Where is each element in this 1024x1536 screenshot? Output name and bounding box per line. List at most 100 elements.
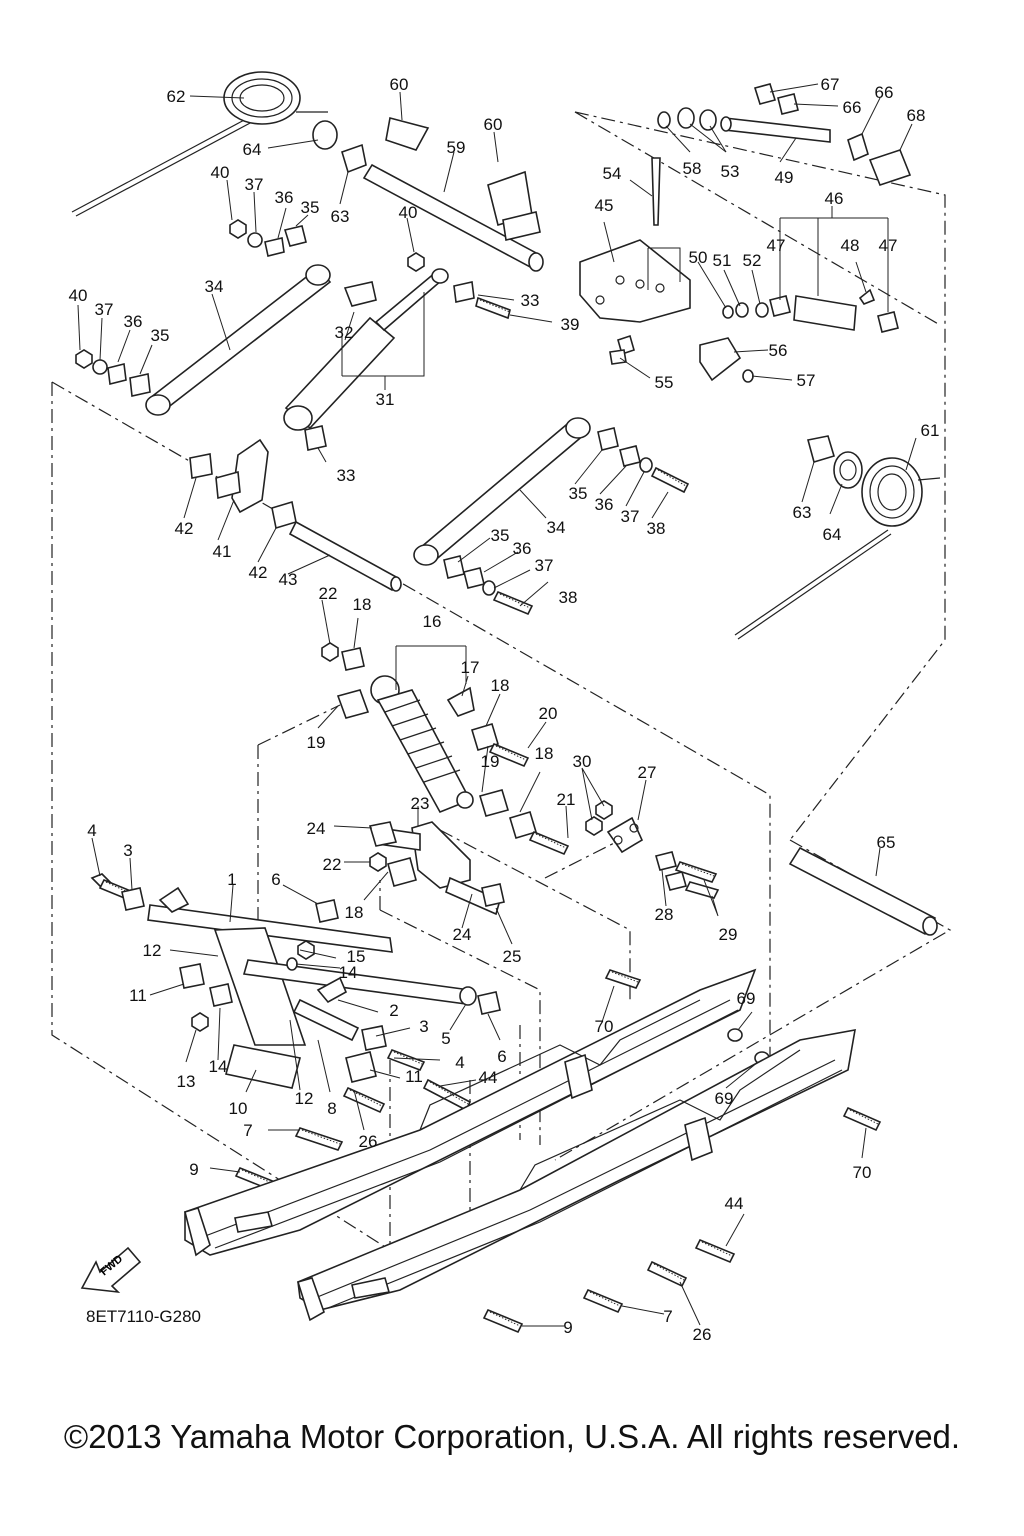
callout-28: 28 <box>655 905 674 924</box>
callout-24: 24 <box>453 925 472 944</box>
callout-34: 34 <box>205 277 224 296</box>
callout-1: 1 <box>227 870 236 889</box>
callout-18: 18 <box>353 595 372 614</box>
callout-25: 25 <box>503 947 522 966</box>
callout-68: 68 <box>907 106 926 125</box>
callout-32: 32 <box>335 323 354 342</box>
callout-14: 14 <box>209 1057 228 1076</box>
shaft-65 <box>788 846 938 936</box>
callout-11: 11 <box>129 986 147 1005</box>
callout-15: 15 <box>347 947 366 966</box>
callout-55: 55 <box>655 373 674 392</box>
callout-61: 61 <box>921 421 940 440</box>
callout-18: 18 <box>491 676 510 695</box>
callout-labels: 1233445667789910111112121314141516171818… <box>69 75 940 1344</box>
callout-69: 69 <box>715 1089 734 1108</box>
callout-66: 66 <box>875 83 894 102</box>
callout-39: 39 <box>561 315 580 334</box>
callout-36: 36 <box>275 188 294 207</box>
callout-46: 46 <box>825 189 844 208</box>
callout-38: 38 <box>559 588 578 607</box>
callout-37: 37 <box>535 556 554 575</box>
callout-10: 10 <box>229 1099 248 1118</box>
callout-40: 40 <box>399 203 418 222</box>
callout-37: 37 <box>245 175 264 194</box>
callout-26: 26 <box>693 1325 712 1344</box>
callout-66: 66 <box>843 98 862 117</box>
callout-45: 45 <box>595 196 614 215</box>
front-arm-1 <box>147 886 477 1089</box>
fwd-arrow-icon: FWD <box>80 1246 142 1294</box>
callout-52: 52 <box>743 251 762 270</box>
bracket-27 <box>606 816 644 854</box>
callout-23: 23 <box>411 794 430 813</box>
rocker-arm-lower <box>413 417 591 566</box>
callout-31: 31 <box>376 390 395 409</box>
callout-18: 18 <box>535 744 554 763</box>
pivot-bracket-45 <box>579 157 742 382</box>
callout-22: 22 <box>323 855 342 874</box>
callout-35: 35 <box>569 484 588 503</box>
callout-36: 36 <box>595 495 614 514</box>
callout-42: 42 <box>175 519 194 538</box>
callout-64: 64 <box>243 140 262 159</box>
callout-16: 16 <box>423 612 442 631</box>
callout-4: 4 <box>87 821 96 840</box>
callout-3: 3 <box>123 841 132 860</box>
callout-53: 53 <box>721 162 740 181</box>
callout-30: 30 <box>573 752 592 771</box>
rear-torsion-spring-right <box>734 457 941 640</box>
callout-51: 51 <box>713 251 732 270</box>
callout-43: 43 <box>279 570 298 589</box>
callout-12: 12 <box>143 941 162 960</box>
callout-36: 36 <box>124 312 143 331</box>
callout-9: 9 <box>563 1318 572 1337</box>
callout-62: 62 <box>167 87 186 106</box>
parts-diagram: FWD <box>51 71 952 1344</box>
callout-35: 35 <box>491 526 510 545</box>
callout-40: 40 <box>69 286 88 305</box>
callout-6: 6 <box>271 870 280 889</box>
callout-38: 38 <box>647 519 666 538</box>
callout-17: 17 <box>461 658 480 677</box>
shaft-43 <box>288 520 402 592</box>
callout-44: 44 <box>479 1068 498 1087</box>
callout-64: 64 <box>823 525 842 544</box>
pivot-shaft-59 <box>362 163 544 272</box>
diagram-reference-code: 8ET7110-G280 <box>86 1307 201 1326</box>
callout-47: 47 <box>879 236 898 255</box>
callout-42: 42 <box>249 563 268 582</box>
callout-27: 27 <box>638 763 657 782</box>
callout-8: 8 <box>327 1099 336 1118</box>
callout-35: 35 <box>301 198 320 217</box>
callout-7: 7 <box>663 1307 672 1326</box>
callout-40: 40 <box>211 163 230 182</box>
leader-lines <box>77 83 917 1327</box>
callout-12: 12 <box>295 1089 314 1108</box>
callout-41: 41 <box>213 542 232 561</box>
hardware-parts <box>75 83 912 1334</box>
callout-34: 34 <box>547 518 566 537</box>
callout-70: 70 <box>595 1017 614 1036</box>
slide-rail-right <box>296 1029 856 1322</box>
callout-6: 6 <box>497 1047 506 1066</box>
callout-54: 54 <box>603 164 622 183</box>
copyright-notice: ©2013 Yamaha Motor Corporation, U.S.A. A… <box>63 1418 961 1455</box>
callout-2: 2 <box>389 1001 398 1020</box>
callout-21: 21 <box>557 790 576 809</box>
callout-48: 48 <box>841 236 860 255</box>
callout-63: 63 <box>793 503 812 522</box>
callout-13: 13 <box>177 1072 196 1091</box>
callout-11: 11 <box>405 1067 423 1086</box>
callout-50: 50 <box>689 248 708 267</box>
callout-14: 14 <box>339 963 358 982</box>
rear-damper-31 <box>283 268 449 431</box>
callout-60: 60 <box>390 75 409 94</box>
callout-35: 35 <box>151 326 170 345</box>
callout-56: 56 <box>769 341 788 360</box>
callout-29: 29 <box>719 925 738 944</box>
callout-33: 33 <box>521 291 540 310</box>
callout-20: 20 <box>539 704 558 723</box>
rocker-arm-upper <box>145 264 332 416</box>
callout-5: 5 <box>441 1029 450 1048</box>
